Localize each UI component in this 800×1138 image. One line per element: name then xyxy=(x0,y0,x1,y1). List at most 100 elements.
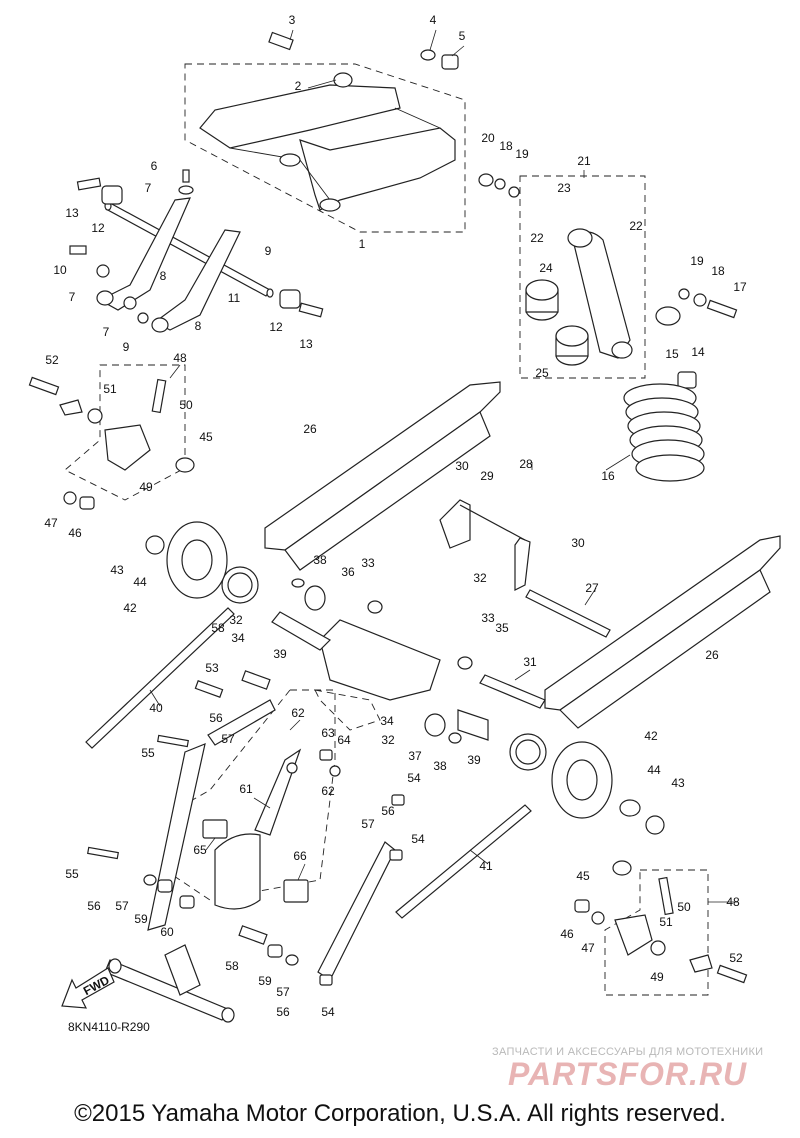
rear-shock xyxy=(478,173,738,482)
idler-wheels xyxy=(145,521,665,835)
callout-32: 32 xyxy=(229,613,243,627)
leader-lines xyxy=(149,29,738,903)
callout-38: 38 xyxy=(433,759,447,773)
callout-55: 55 xyxy=(65,867,79,881)
callout-46: 46 xyxy=(560,927,574,941)
coil-spring xyxy=(623,383,705,482)
callout-48: 48 xyxy=(726,895,740,909)
callout-56: 56 xyxy=(87,899,101,913)
callout-9: 9 xyxy=(123,340,130,354)
callout-13: 13 xyxy=(65,206,79,220)
callout-36: 36 xyxy=(341,565,355,579)
callout-46: 46 xyxy=(68,526,82,540)
callout-50: 50 xyxy=(677,900,691,914)
callout-45: 45 xyxy=(199,430,213,444)
copyright-notice: ©2015 Yamaha Motor Corporation, U.S.A. A… xyxy=(74,1100,726,1127)
callout-12: 12 xyxy=(91,221,105,235)
callout-61: 61 xyxy=(239,782,253,796)
callout-51: 51 xyxy=(103,382,117,396)
callout-45: 45 xyxy=(576,869,590,883)
callout-52: 52 xyxy=(729,951,743,965)
callout-17: 17 xyxy=(733,280,747,294)
callout-57: 57 xyxy=(221,732,235,746)
callout-39: 39 xyxy=(467,753,481,767)
idler-brackets xyxy=(28,376,748,984)
callout-52: 52 xyxy=(45,353,59,367)
callout-38: 38 xyxy=(313,553,327,567)
slide-rails xyxy=(264,381,781,729)
callout-3: 3 xyxy=(289,13,296,27)
callout-11: 11 xyxy=(228,291,241,305)
callout-63: 63 xyxy=(321,726,335,740)
callout-62: 62 xyxy=(321,784,335,798)
callout-60: 60 xyxy=(160,925,174,939)
callout-47: 47 xyxy=(581,941,595,955)
callout-22: 22 xyxy=(629,219,643,233)
callout-10: 10 xyxy=(53,263,67,277)
callout-13: 13 xyxy=(299,337,313,351)
callout-41: 41 xyxy=(479,859,493,873)
callout-54: 54 xyxy=(321,1005,335,1019)
callout-9: 9 xyxy=(265,244,272,258)
callout-24: 24 xyxy=(539,261,553,275)
callout-58: 58 xyxy=(225,959,239,973)
callout-54: 54 xyxy=(411,832,425,846)
callout-56: 56 xyxy=(381,804,395,818)
callout-43: 43 xyxy=(110,563,124,577)
callout-37: 37 xyxy=(408,749,422,763)
callout-56: 56 xyxy=(276,1005,290,1019)
callout-21: 21 xyxy=(577,154,591,168)
callout-65: 65 xyxy=(193,843,207,857)
diagram-code: 8KN4110-R290 xyxy=(68,1020,150,1034)
callout-35: 35 xyxy=(495,621,509,635)
callout-53: 53 xyxy=(205,661,219,675)
callout-47: 47 xyxy=(44,516,58,530)
callout-5: 5 xyxy=(459,29,466,43)
callout-7: 7 xyxy=(145,181,152,195)
parts-diagram: FWD 123456777889910111212131314151617181… xyxy=(28,13,781,1023)
callout-44: 44 xyxy=(133,575,147,589)
callout-8: 8 xyxy=(160,269,167,283)
callout-39: 39 xyxy=(273,647,287,661)
fwd-arrow-icon: FWD xyxy=(61,967,115,1009)
callout-4: 4 xyxy=(430,13,437,27)
callout-6: 6 xyxy=(151,159,158,173)
callout-44: 44 xyxy=(647,763,661,777)
callout-66: 66 xyxy=(293,849,307,863)
watermark-logo: PARTSFOR.RU xyxy=(508,1056,748,1092)
callout-18: 18 xyxy=(499,139,513,153)
front-arm-shaft xyxy=(69,177,324,333)
callout-64: 64 xyxy=(337,733,351,747)
callout-55: 55 xyxy=(141,746,155,760)
callout-30: 30 xyxy=(571,536,585,550)
callout-62: 62 xyxy=(291,706,305,720)
callout-7: 7 xyxy=(103,325,110,339)
callout-1: 1 xyxy=(359,237,366,251)
callout-40: 40 xyxy=(149,701,163,715)
callout-57: 57 xyxy=(361,817,375,831)
callout-51: 51 xyxy=(659,915,673,929)
callout-34: 34 xyxy=(231,631,245,645)
callout-29: 29 xyxy=(480,469,494,483)
callout-33: 33 xyxy=(361,556,375,570)
rear-pivot-assembly xyxy=(271,499,611,744)
callout-49: 49 xyxy=(139,480,153,494)
callout-59: 59 xyxy=(258,974,272,988)
callout-56: 56 xyxy=(209,711,223,725)
watermark-tagline: ЗАПЧАСТИ И АКСЕССУАРЫ ДЛЯ МОТОТЕХНИКИ xyxy=(492,1046,764,1058)
callout-28: 28 xyxy=(519,457,533,471)
callout-26: 26 xyxy=(705,648,719,662)
callout-14: 14 xyxy=(691,345,705,359)
callout-43: 43 xyxy=(671,776,685,790)
callout-19: 19 xyxy=(515,147,529,161)
callout-15: 15 xyxy=(665,347,679,361)
callout-20: 20 xyxy=(481,131,495,145)
lower-links xyxy=(87,670,405,1023)
callout-57: 57 xyxy=(115,899,129,913)
callout-54: 54 xyxy=(407,771,421,785)
callout-27: 27 xyxy=(585,581,599,595)
callout-16: 16 xyxy=(601,469,615,483)
callout-48: 48 xyxy=(173,351,187,365)
callout-8: 8 xyxy=(195,319,202,333)
callout-49: 49 xyxy=(650,970,664,984)
